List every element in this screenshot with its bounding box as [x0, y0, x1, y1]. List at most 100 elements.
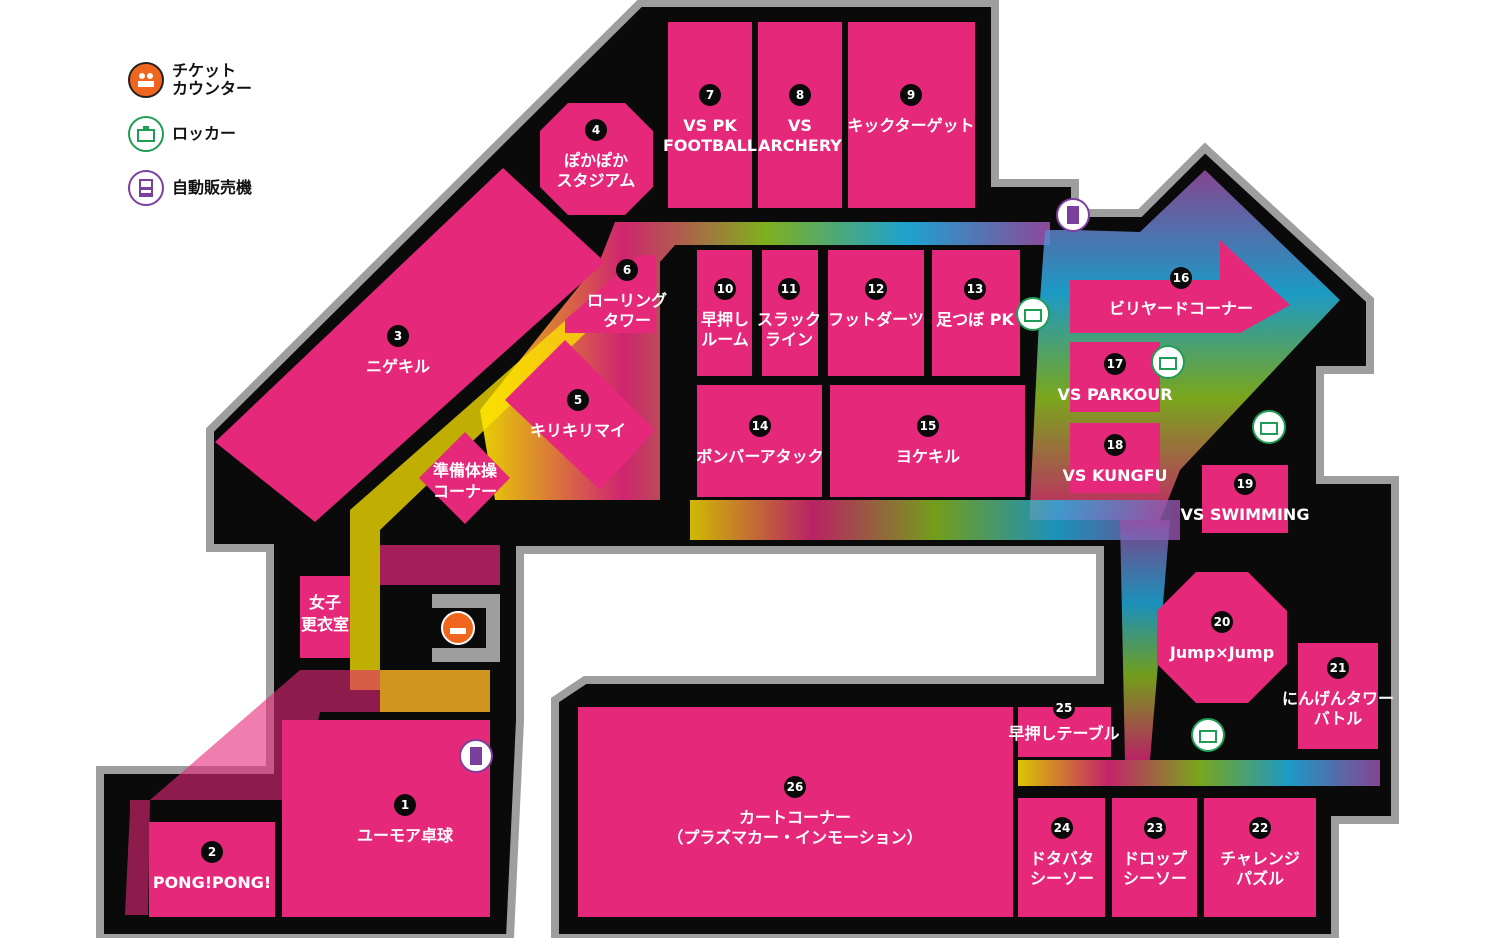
zone-number: 8 [796, 88, 804, 102]
zone-number: 11 [781, 282, 798, 296]
zone-number-badge [714, 278, 736, 300]
zone-shape-14[interactable] [697, 385, 822, 497]
zone-number: 17 [1107, 357, 1124, 371]
zone-name: Jump×Jump [1169, 643, 1274, 662]
zone-shape-prep[interactable] [419, 432, 510, 524]
prep-corner-label-2: コーナー [433, 482, 497, 501]
zone-number: 18 [1107, 438, 1124, 452]
zone-shape-15[interactable] [830, 385, 1025, 497]
zone-shape-locker-room[interactable] [300, 576, 350, 658]
zone-15[interactable]: 15 ヨケキル [896, 415, 960, 466]
locker-icon[interactable] [1252, 410, 1286, 444]
zone-shape-4[interactable] [540, 103, 653, 215]
zone-number-badge [917, 415, 939, 437]
zone-number: 20 [1214, 615, 1231, 629]
zone-shape-3[interactable] [215, 168, 605, 522]
legend-label-locker: ロッカー [172, 124, 237, 143]
zone-number-badge [789, 84, 811, 106]
locker-icon[interactable] [1016, 297, 1050, 331]
zone-name: ニゲキル [366, 357, 430, 376]
zone-number: 19 [1237, 477, 1254, 491]
zone-name: 早押し [701, 310, 749, 329]
zone-name: カートコーナー [739, 808, 851, 827]
zone-name: VS PARKOUR [1057, 385, 1172, 404]
zone-shape-26[interactable] [578, 707, 1013, 917]
zone-name: 早押しテーブル [1008, 724, 1119, 743]
map-icons [441, 198, 1286, 773]
zone-name: VS [788, 116, 812, 135]
vending-machine-icon[interactable] [459, 739, 493, 773]
zone-shape-13[interactable] [932, 250, 1020, 376]
zone-name: スラック [757, 310, 821, 329]
zone-name: （プラズマカー・インモーション） [667, 828, 922, 847]
legend-item-ticket: チケット カウンター [128, 62, 252, 98]
zone-shape-5[interactable] [505, 340, 655, 490]
walkway-strip [380, 545, 500, 585]
zone-number: 10 [717, 282, 734, 296]
zone-number: 1 [401, 798, 409, 812]
zone-26[interactable]: 26 カートコーナー（プラズマカー・インモーション） [667, 776, 923, 847]
zone-name: 足つぼ PK [936, 310, 1014, 329]
zone-13[interactable]: 13 足つぼ PK [936, 278, 1014, 329]
zone-number-badge [900, 84, 922, 106]
zone-number-badge [1249, 817, 1271, 839]
locker-icon[interactable] [1191, 718, 1225, 752]
zone-shape-9[interactable] [848, 22, 975, 208]
zone-shape-2[interactable] [149, 822, 275, 917]
locker-room-label-2: 更衣室 [301, 615, 349, 634]
zone-number: 26 [787, 780, 804, 794]
zone-shape-10[interactable] [697, 250, 752, 376]
zone-number-badge [778, 278, 800, 300]
zone-shape-8[interactable] [758, 22, 842, 208]
zone-shape-12[interactable] [828, 250, 924, 376]
zone-number-badge [201, 841, 223, 863]
zone-shape-11[interactable] [762, 250, 818, 376]
zone-17[interactable]: 17 VS PARKOUR [1057, 353, 1173, 404]
zone-shape-1[interactable] [282, 720, 490, 917]
zone-name: ヨケキル [896, 447, 960, 466]
zone-number-badge [616, 259, 638, 281]
zone-name: フットダーツ [828, 310, 924, 329]
zone-number: 14 [752, 419, 769, 433]
ticket-counter-icon[interactable] [441, 611, 475, 645]
zone-number: 15 [920, 419, 937, 433]
zone-number-badge [784, 776, 806, 798]
zone-number-badge [567, 389, 589, 411]
zone-number: 16 [1173, 271, 1190, 285]
zone-name: ビリヤードコーナー [1109, 299, 1253, 318]
zone-name: パズル [1236, 869, 1284, 888]
zone-name: ライン [765, 330, 813, 349]
zone-number: 13 [967, 282, 984, 296]
zone-number: 7 [706, 88, 714, 102]
zone-name: ドロップ [1123, 849, 1188, 868]
zone-16[interactable]: 16 ビリヤードコーナー [1109, 267, 1253, 318]
zone-shape-20[interactable] [1157, 572, 1287, 703]
vending-machine-icon[interactable] [1056, 198, 1090, 232]
zone-number-badge [1051, 817, 1073, 839]
locker-icon[interactable] [1151, 345, 1185, 379]
zone-number-badge [1104, 434, 1126, 456]
zone-shape-7[interactable] [668, 22, 752, 208]
